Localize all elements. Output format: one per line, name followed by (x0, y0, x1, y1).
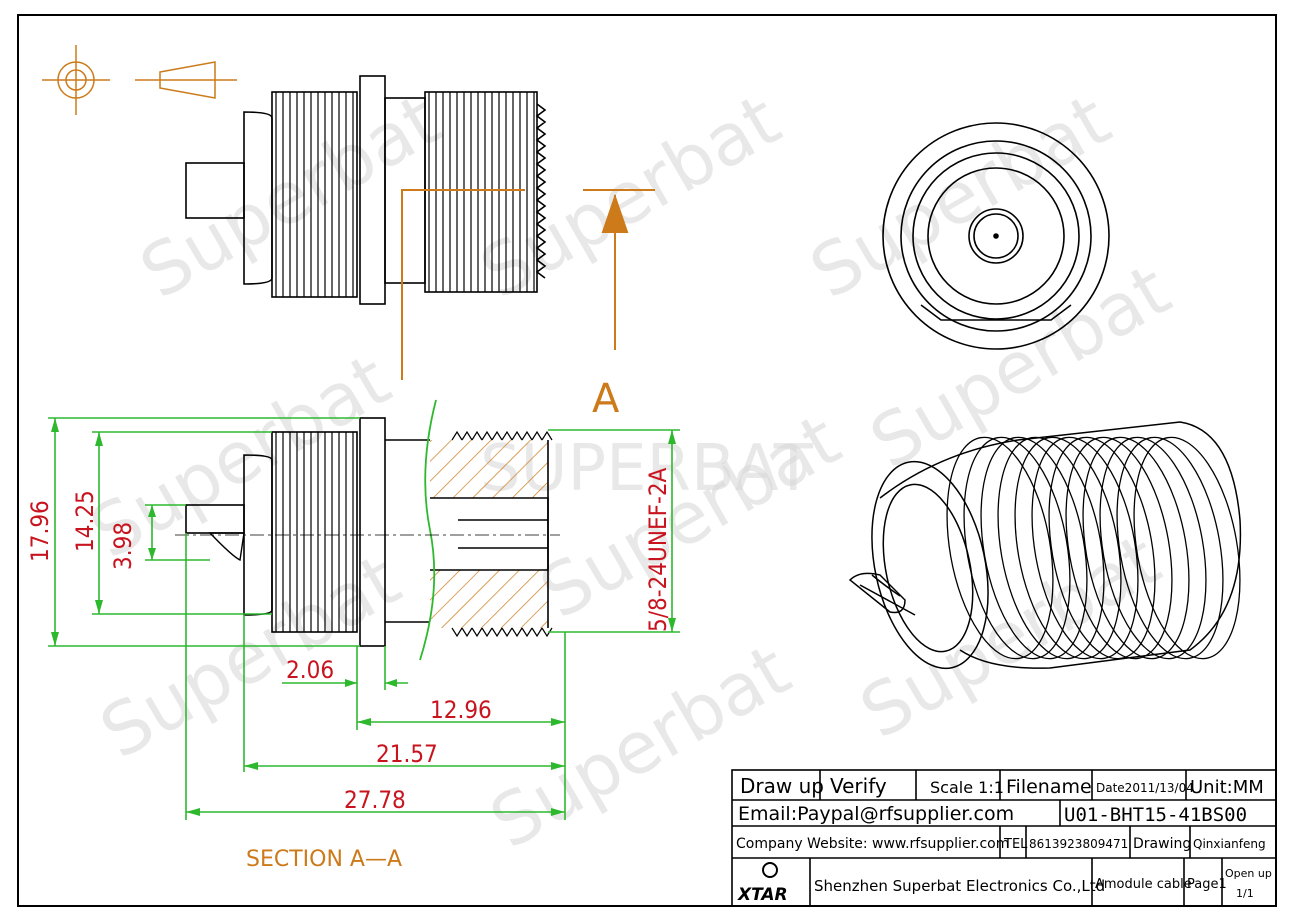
thread-tooth (541, 430, 553, 441)
thread-tooth (521, 430, 533, 441)
thread-tooth (511, 627, 523, 638)
iso-thread-ring (1116, 436, 1224, 660)
watermarks: Superbat Superbat Superbat Superbat Supe… (77, 77, 1184, 864)
iso-thread-ring (1133, 436, 1241, 660)
watermark-text: Superbat (847, 517, 1174, 754)
thread-tooth (541, 627, 553, 638)
dim-thread-length: 12.96 (430, 696, 492, 724)
side-view-threads (275, 92, 535, 297)
thread-tooth (451, 627, 463, 638)
sheet-border (17, 14, 1277, 907)
tb-drawing-by: Qinxianfeng (1193, 837, 1266, 851)
thread-tooth (501, 430, 513, 441)
iso-thread-ring (1082, 436, 1190, 660)
thread-tooth (451, 430, 463, 441)
iso-thread-ring (997, 436, 1105, 660)
watermark-text: Superbat (87, 537, 414, 774)
section-caption: SECTION A—A (246, 847, 402, 872)
dim-body-length: 21.57 (376, 740, 438, 768)
thread-tooth (461, 430, 473, 441)
tb-open-up-count: 1/1 (1236, 887, 1254, 900)
thread-tooth (491, 627, 503, 638)
dim-flange: 2.06 (286, 656, 334, 684)
dim-thread-spec: 5/8-24UNEF-2A (644, 467, 672, 632)
watermark-text: Superbat (467, 77, 794, 314)
watermark-text: Superbat (477, 627, 804, 864)
tb-tel-value: 8613923809471 (1029, 837, 1128, 851)
thread-tooth (481, 627, 493, 638)
front-view (882, 122, 1110, 350)
dimension-arrows (51, 418, 676, 816)
iso-thread-ring (1099, 436, 1207, 660)
iso-thread-ring (963, 436, 1071, 660)
dimension-lines (48, 417, 680, 820)
tb-scale: Scale 1:1 (930, 778, 1004, 797)
section-label: A (592, 376, 620, 422)
section-view (175, 399, 560, 661)
iso-thread-ring (1031, 436, 1139, 660)
tb-tel-label: TEL (1003, 837, 1028, 852)
iso-thread-ring (946, 436, 1054, 660)
watermark-text: Superbat (857, 247, 1184, 484)
dim-pin-diameter: 3.98 (109, 522, 137, 570)
dim-overall-height: 17.96 (26, 500, 54, 562)
tb-website: Company Website: www.rfsupplier.com (736, 836, 1009, 852)
tb-drawing-label: Drawing (1133, 836, 1191, 852)
tb-filename: Filename (1006, 776, 1092, 798)
tb-draw-up: Draw up (740, 774, 824, 798)
thread-tooth (511, 430, 523, 441)
tb-unit: Unit:MM (1190, 777, 1264, 798)
logo-icon (762, 862, 778, 878)
iso-thread-ring (1014, 436, 1122, 660)
tb-verify: Verify (830, 774, 887, 798)
thread-tooth (501, 627, 513, 638)
title-block (731, 769, 1277, 907)
thread-tooth (481, 430, 493, 441)
iso-thread-ring (1048, 436, 1156, 660)
tb-page: Page1 (1187, 877, 1227, 892)
tb-company: Shenzhen Superbat Electronics Co.,Ltd (814, 877, 1105, 895)
tb-logo-text: XTAR (737, 885, 788, 905)
thread-tooth (471, 430, 483, 441)
thread-tooth (531, 627, 543, 638)
tb-product: Amodule cable (1095, 877, 1192, 892)
thread-tooth (461, 627, 473, 638)
watermark-text: Superbat (797, 77, 1124, 314)
section-cut-line (401, 189, 655, 380)
thread-tooth (531, 430, 543, 441)
iso-thread-ring (980, 436, 1088, 660)
iso-thread-ring (1065, 436, 1173, 660)
tb-part-number: U01-BHT15-41BS00 (1064, 804, 1247, 826)
thread-tooth (491, 430, 503, 441)
tb-email: Email:Paypal@rfsupplier.com (738, 803, 1014, 825)
dim-body-diameter: 14.25 (71, 490, 99, 552)
dim-overall-length: 27.78 (344, 786, 406, 814)
tb-open-up: Open up (1225, 867, 1272, 880)
title-block-text: Draw up Verify Scale 1:1 Filename Date20… (736, 774, 1272, 905)
thread-tooth (471, 627, 483, 638)
projection-symbol (42, 45, 237, 115)
tb-date: Date2011/13/04 (1096, 781, 1194, 795)
thread-tooth (521, 627, 533, 638)
